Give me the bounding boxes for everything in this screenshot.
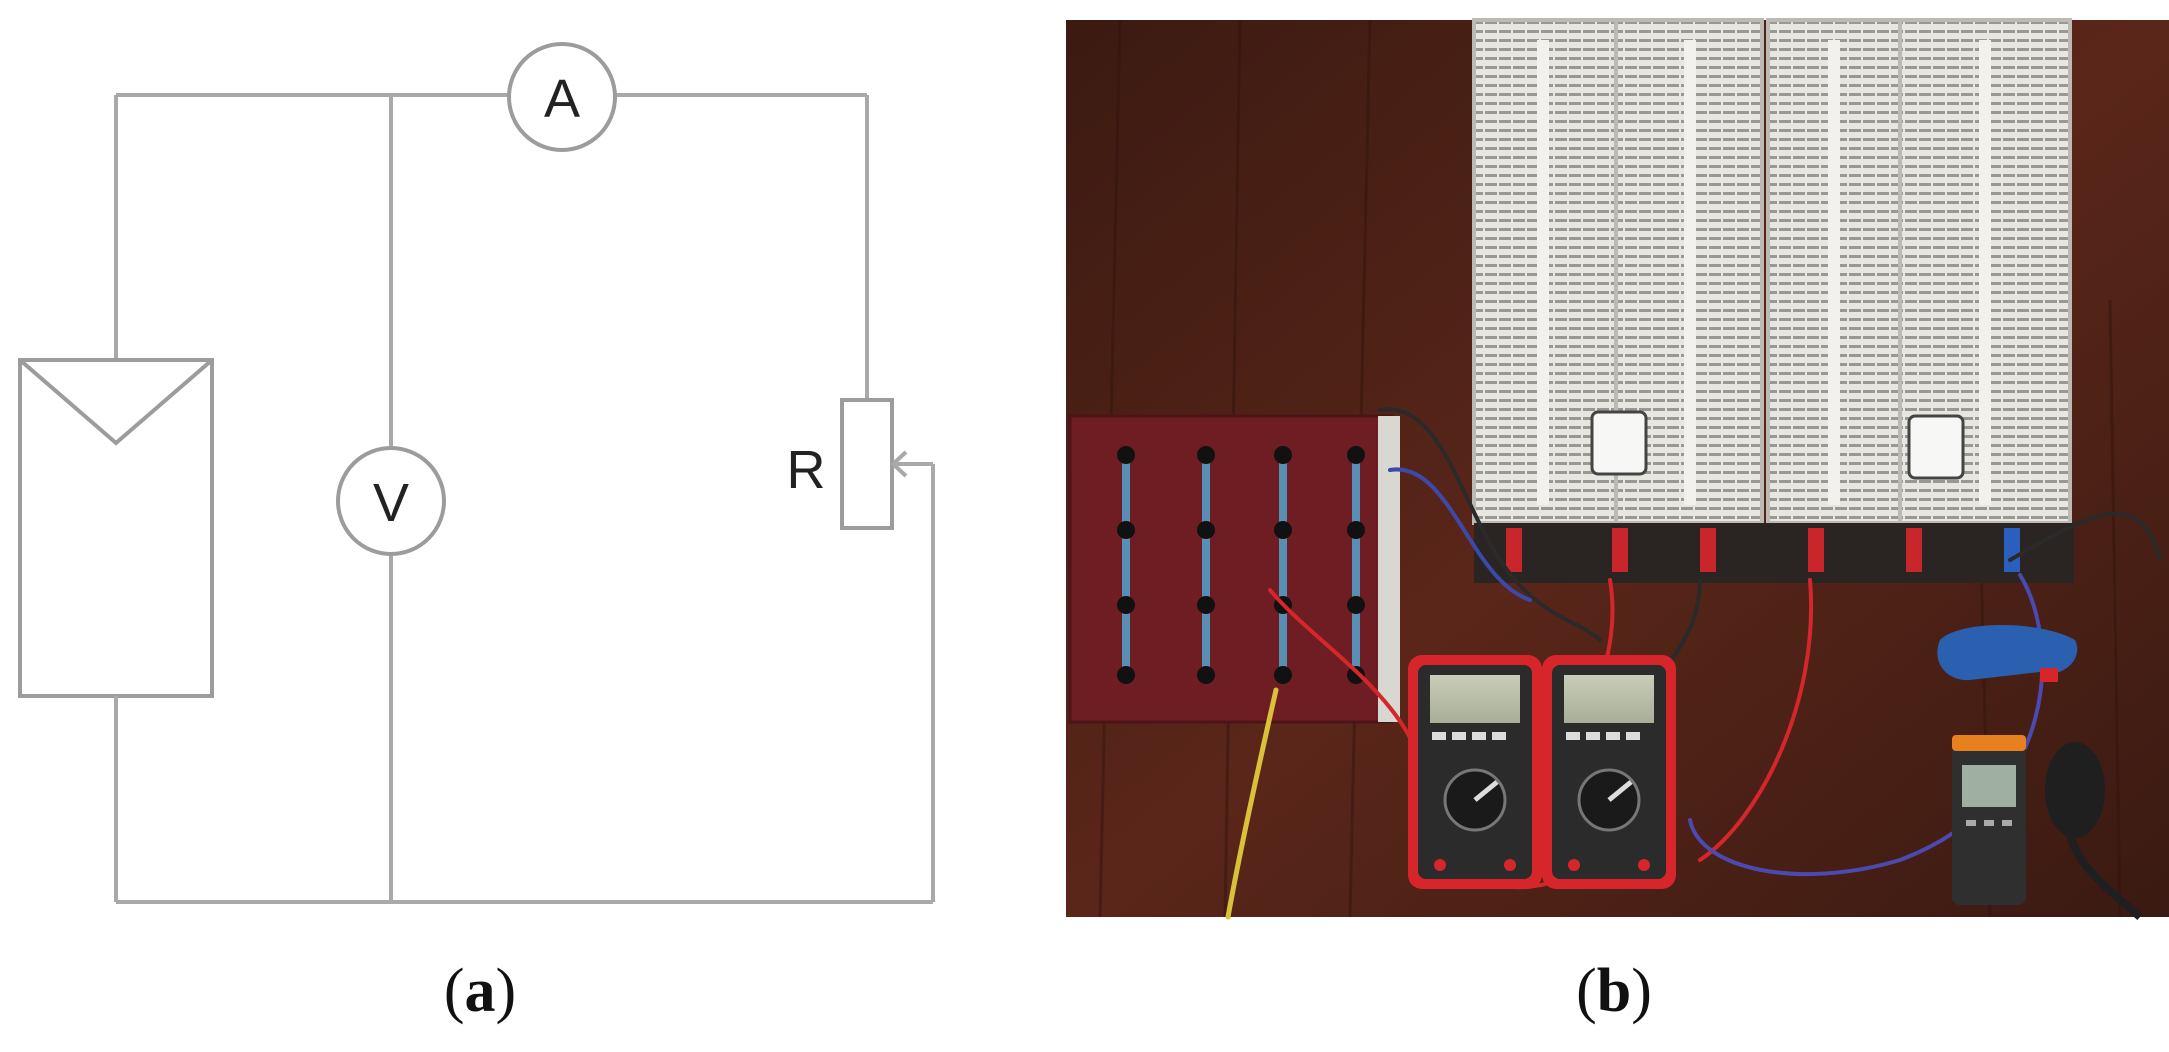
irradiance-meter [1952,735,2026,905]
irradiance-meter-display [1962,765,2016,807]
ammeter-symbol [507,42,617,152]
load-resistor-bank [1472,18,2074,583]
solar-panel-symbol [18,358,214,698]
caption-a: (a) [443,957,517,1025]
voltmeter-symbol [336,446,446,556]
pv-cell-board [1068,414,1400,724]
pv-cell-strings [1122,450,1360,680]
multimeter-1 [1408,655,1542,889]
terminal-strip [1474,523,2074,583]
infrared-thermometer [1937,625,2078,682]
irradiance-sensor [2045,742,2143,920]
resistor-label: R [787,440,826,500]
solar-panel-v-mark [18,358,214,446]
multimeter-2 [1542,655,1676,889]
pv-cell-clips [1117,446,1365,684]
terminal-posts [1506,528,2020,572]
resistor-symbol [840,398,894,530]
slider-tap-1 [1590,410,1648,476]
circuit-diagram [18,42,935,904]
ammeter-label: A [544,69,580,129]
slider-tap-2 [1907,414,1965,480]
setup-photo [1066,18,2169,920]
multimeter-1-display [1430,675,1520,723]
rheostat-arrow-icon [890,450,908,478]
multimeter-2-display [1564,675,1654,723]
caption-b: (b) [1576,957,1652,1025]
voltmeter-label: V [373,473,409,533]
